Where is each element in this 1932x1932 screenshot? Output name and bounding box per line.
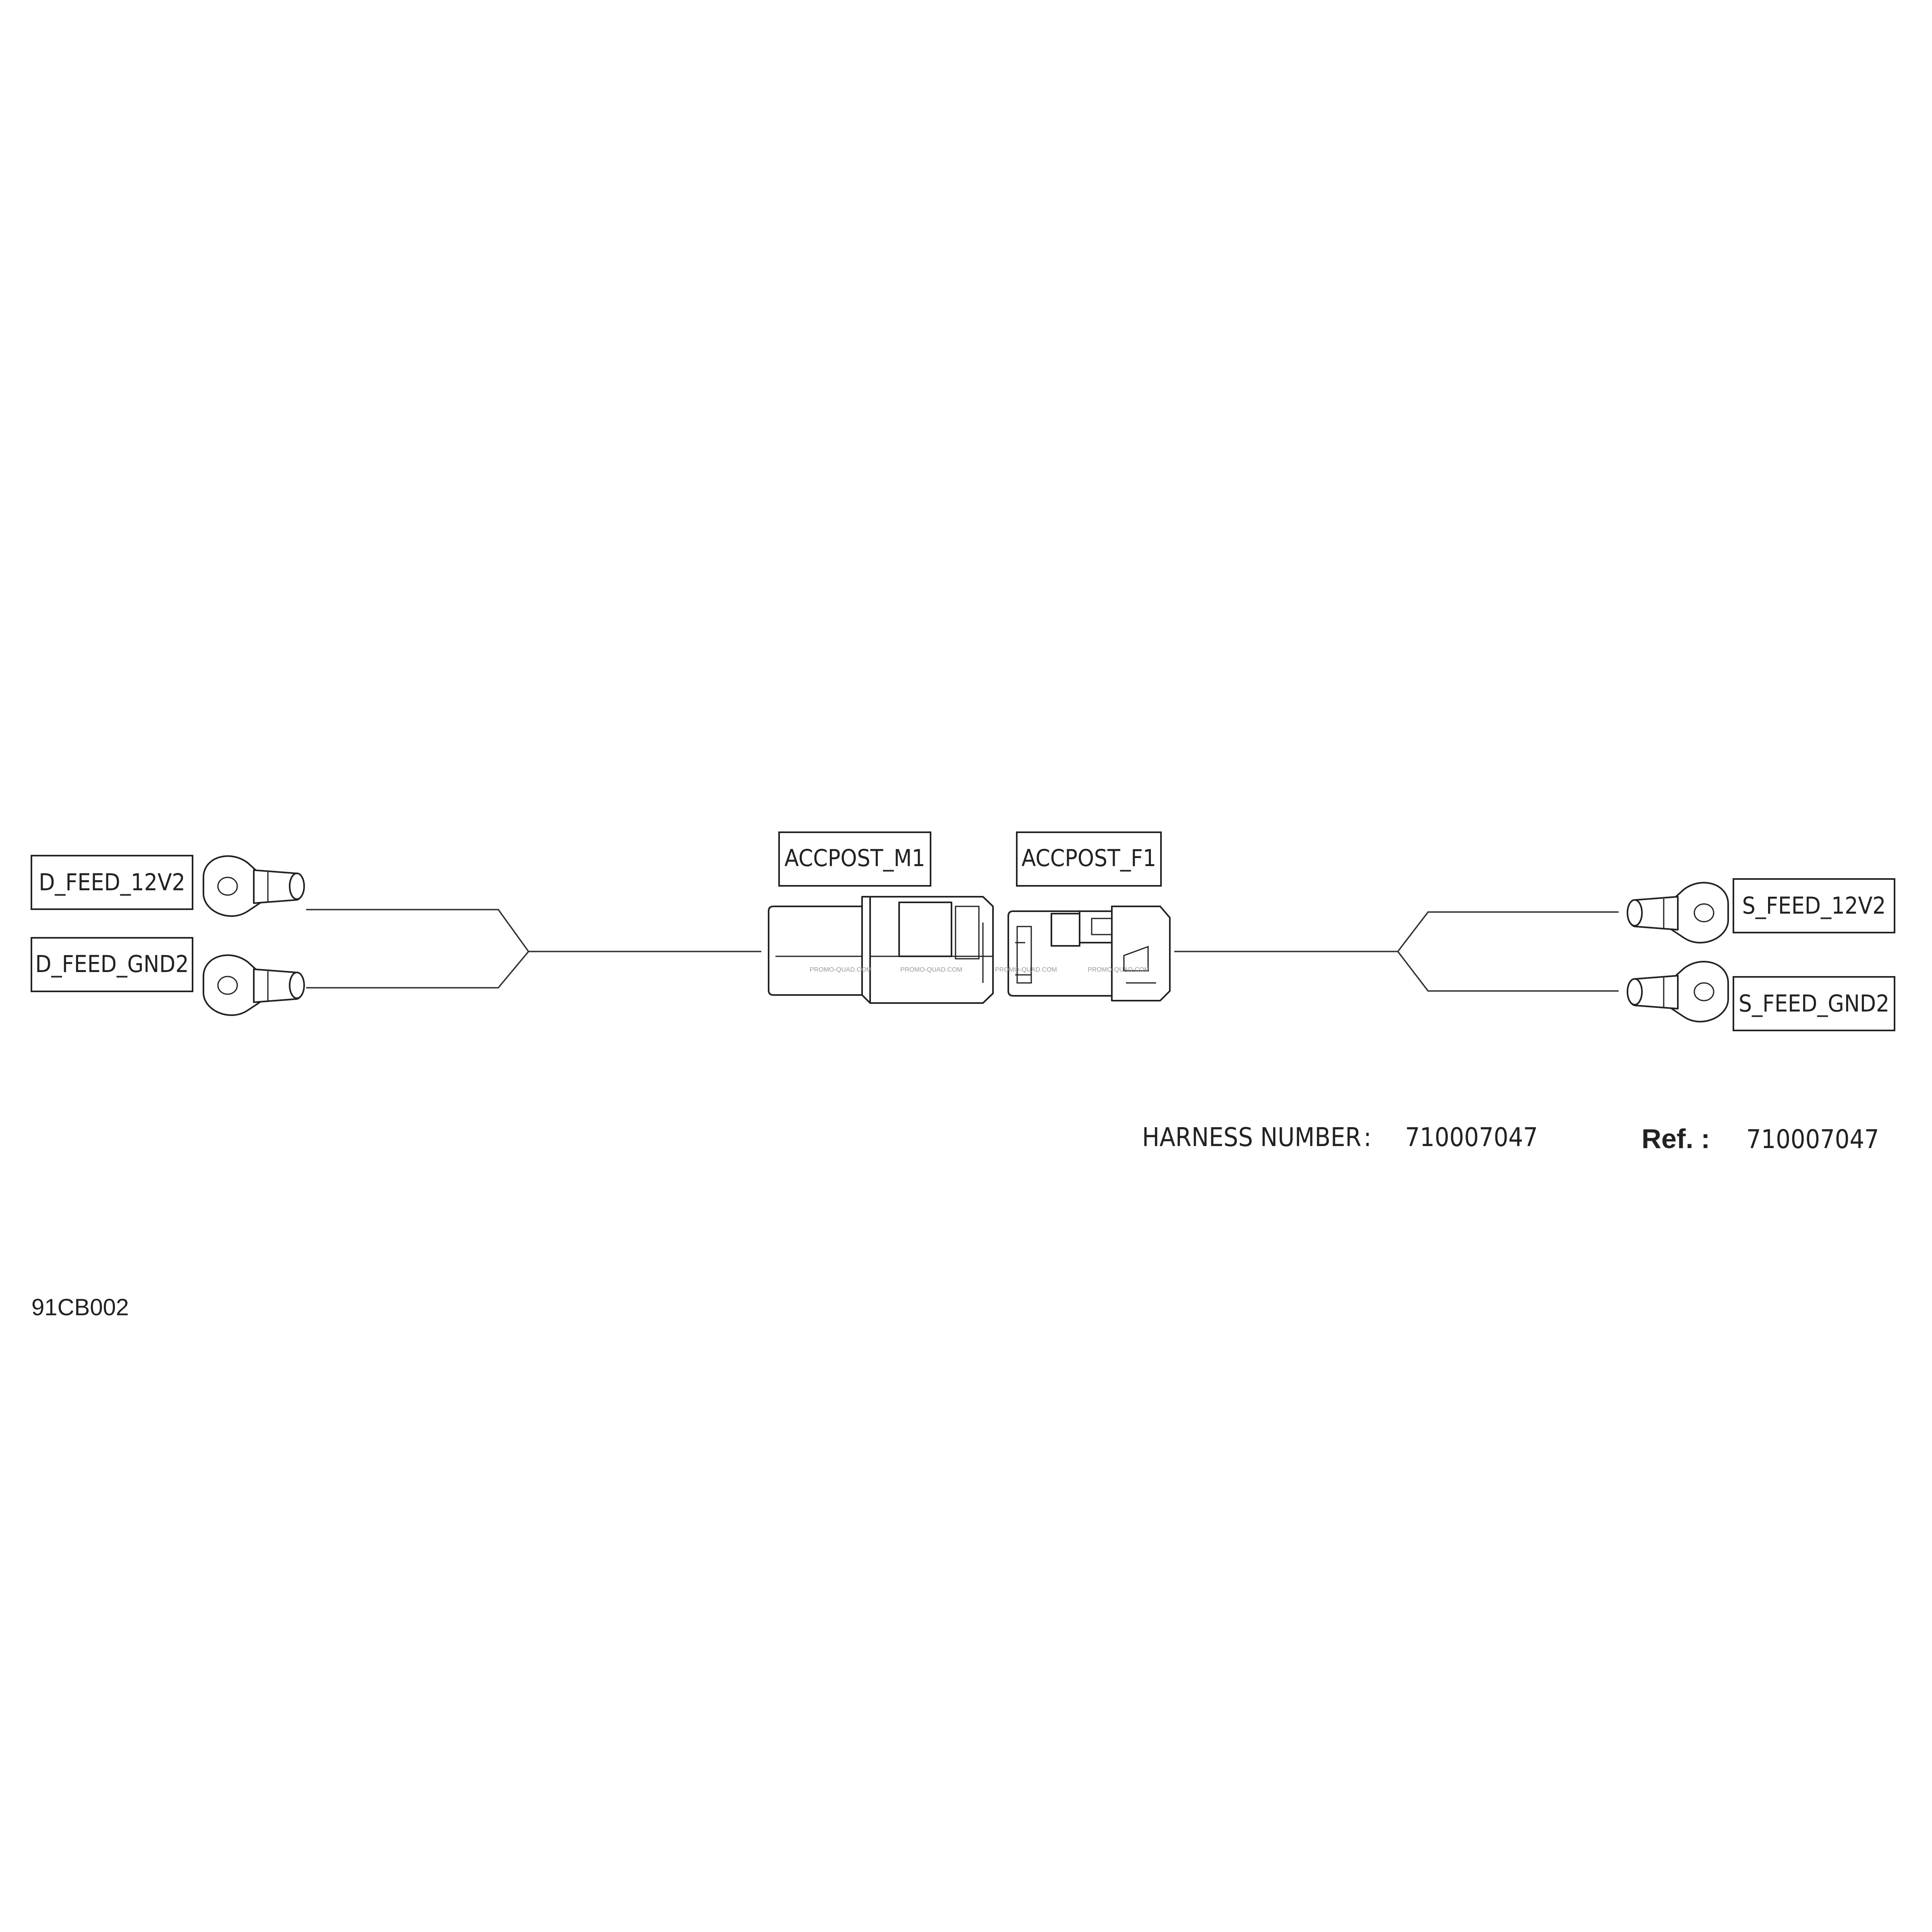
harness-number-separator: : (1364, 1123, 1371, 1153)
ring-terminal-s-feed-gnd2 (1627, 961, 1729, 1023)
right-wire-bundle (1174, 911, 1619, 992)
svg-text:PROMO-QUAD.COM: PROMO-QUAD.COM (900, 966, 962, 973)
watermark: PROMO-QUAD.COM PROMO-QUAD.COM PROMO-QUAD… (810, 966, 1150, 973)
ring-terminal-s-feed-12v2 (1627, 882, 1729, 944)
accpost-m1-label: ACCPOST_M1 (784, 844, 925, 872)
connector-accpost-m1 (768, 896, 994, 1004)
svg-text:PROMO-QUAD.COM: PROMO-QUAD.COM (1088, 966, 1150, 973)
connector-accpost-f1 (1007, 906, 1171, 1001)
d-feed-gnd2-label: D_FEED_GND2 (35, 950, 189, 978)
accpost-m1-label-box: ACCPOST_M1 (778, 831, 931, 887)
s-feed-gnd2-label: S_FEED_GND2 (1739, 990, 1889, 1017)
svg-text:PROMO-QUAD.COM: PROMO-QUAD.COM (810, 966, 872, 973)
figure-code: 91CB002 (31, 1294, 129, 1320)
d-feed-12v2-label-box: D_FEED_12V2 (31, 855, 193, 910)
svg-text:PROMO-QUAD.COM: PROMO-QUAD.COM (995, 966, 1057, 973)
ref-number-value: 710007047 (1746, 1125, 1879, 1155)
ref-label: Ref. : (1642, 1124, 1710, 1154)
harness-number-label: HARNESS NUMBER (1142, 1123, 1361, 1153)
ring-terminal-d-feed-gnd2 (203, 954, 305, 1016)
ring-terminal-d-feed-12v2 (203, 855, 305, 917)
harness-number-value: 710007047 (1405, 1123, 1538, 1153)
s-feed-12v2-label-box: S_FEED_12V2 (1733, 878, 1895, 933)
accpost-f1-label: ACCPOST_F1 (1022, 844, 1156, 872)
d-feed-gnd2-label-box: D_FEED_GND2 (31, 937, 193, 992)
accpost-f1-label-box: ACCPOST_F1 (1016, 831, 1162, 887)
left-wire-bundle (306, 909, 761, 989)
s-feed-12v2-label: S_FEED_12V2 (1742, 892, 1886, 919)
s-feed-gnd2-label-box: S_FEED_GND2 (1733, 976, 1895, 1031)
d-feed-12v2-label: D_FEED_12V2 (39, 869, 185, 896)
